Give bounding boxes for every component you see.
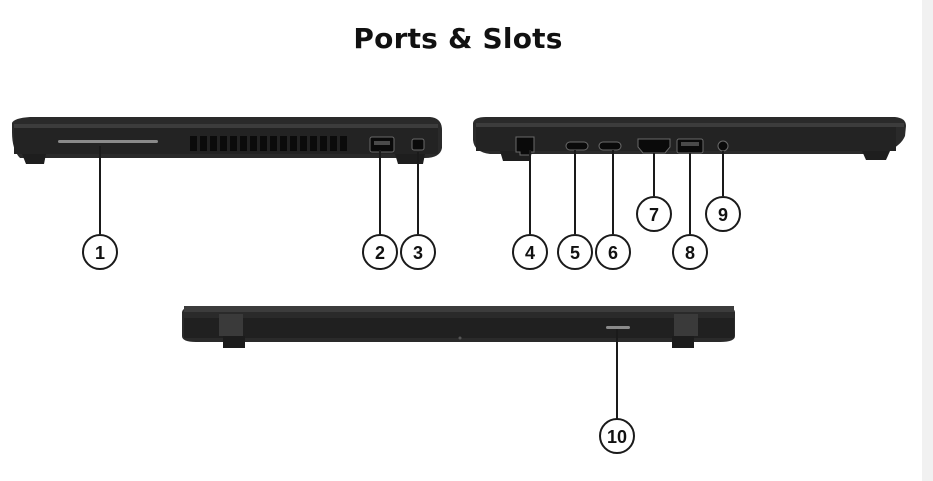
callout-label: 8 — [685, 243, 695, 263]
callout-label: 2 — [375, 243, 385, 263]
laptop-right-side-view — [473, 117, 906, 161]
callout-leaders — [99, 146, 724, 420]
callout-label: 10 — [607, 427, 627, 447]
callout-10: 10 — [599, 418, 635, 454]
security-lock-slot-icon — [411, 138, 425, 151]
card-slot-icon — [58, 140, 158, 143]
callout-label: 3 — [413, 243, 423, 263]
callout-4: 4 — [512, 234, 548, 270]
audio-jack-icon — [717, 140, 729, 152]
laptop-left-side-view — [12, 117, 442, 164]
nano-sim-slot-icon — [606, 326, 630, 329]
usb-c-port-2-icon — [598, 141, 622, 151]
callout-label: 1 — [95, 243, 105, 263]
callout-7: 7 — [636, 196, 672, 232]
callout-5: 5 — [557, 234, 593, 270]
callout-3: 3 — [400, 234, 436, 270]
usb-c-port-1-icon — [565, 141, 589, 151]
callout-label: 9 — [718, 205, 728, 225]
page-title: Ports & Slots — [353, 22, 563, 55]
ethernet-port-icon — [515, 136, 535, 156]
callout-label: 7 — [649, 205, 659, 225]
callout-6: 6 — [595, 234, 631, 270]
hdmi-port-icon — [637, 138, 671, 154]
callout-1: 1 — [82, 234, 118, 270]
vent-grille — [190, 136, 347, 151]
laptop-rear-view — [182, 306, 735, 348]
page-scrollbar[interactable] — [922, 0, 933, 481]
callout-2: 2 — [362, 234, 398, 270]
callout-label: 4 — [525, 243, 535, 263]
callout-9: 9 — [705, 196, 741, 232]
callout-8: 8 — [672, 234, 708, 270]
callout-label: 6 — [608, 243, 618, 263]
callout-label: 5 — [570, 243, 580, 263]
